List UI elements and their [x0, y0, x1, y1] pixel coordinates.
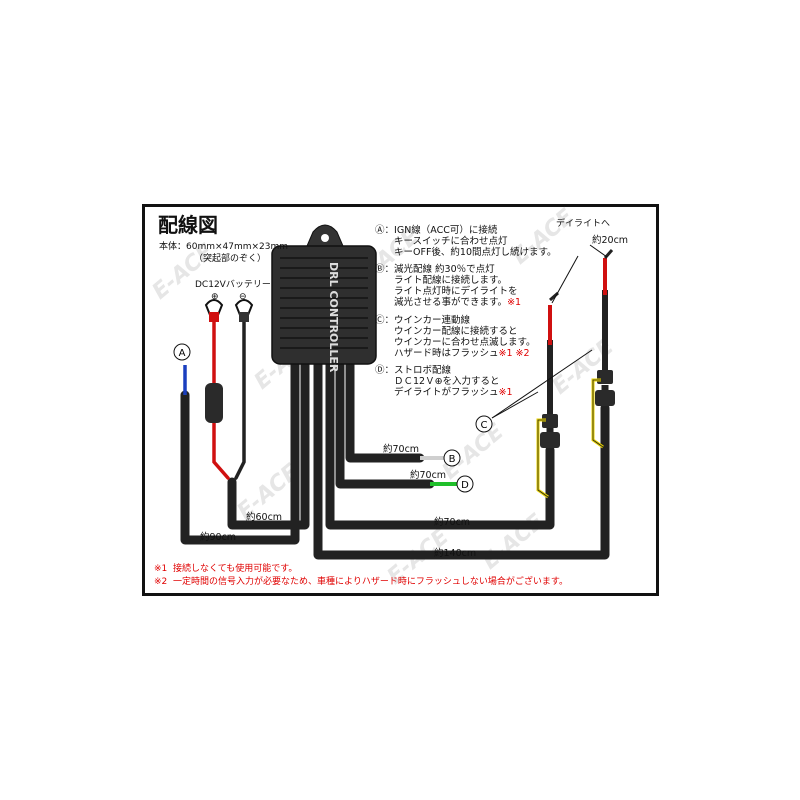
note-d: Ⓓ：ストロボ配線 ＤＣ12Ｖ⊕を入力すると デイライトがフラッシュ※1: [375, 365, 513, 398]
footnote-2-text: 一定時間の信号入力が必要なため、車種によりハザード時にフラッシュしない場合がござ…: [173, 577, 568, 587]
daylight-label: デイライトへ: [556, 219, 611, 229]
battery-plus-label: ⊕: [211, 292, 219, 302]
note-b-marker: Ⓑ: [375, 264, 385, 275]
spec-dimensions: 本体：60mm×47mm×23mm: [159, 242, 289, 252]
note-b-line2: ライト配線に接続します。: [394, 274, 508, 286]
note-a-line1: IGN線（ACC可）に接続: [394, 225, 498, 236]
note-a-line2: キースイッチに合わせ点灯: [394, 235, 508, 247]
leader-lines: [491, 244, 608, 419]
note-c: Ⓒ：ウインカー連動線 ウインカー配線に接続すると ウインカーに合わせ点滅します。…: [375, 315, 536, 359]
mount-hole: [321, 234, 329, 242]
length-daylight: 約20cm: [592, 235, 629, 246]
note-c-line2: ウインカー配線に接続すると: [394, 325, 518, 337]
note-a: Ⓐ：IGN線（ACC可）に接続 キースイッチに合わせ点灯 キーOFF後、約10間…: [375, 225, 557, 258]
heatsink-fins: [280, 257, 368, 349]
daylight-leader-left: [551, 255, 579, 304]
module-label: DRL CONTROLLER: [327, 262, 340, 373]
minus-terminal-sleeve: [239, 312, 249, 322]
note-b-line1: 減光配線 約30％で点灯: [394, 264, 495, 275]
spec-note: （突起部のぞく）: [194, 254, 267, 264]
footnote-1-text: 接続しなくても使用可能です。: [173, 564, 298, 574]
note-d-line3: デイライトがフラッシュ: [394, 386, 499, 398]
note-b-line3: ライト点灯時にデイライトを: [394, 285, 518, 297]
black-wire: [234, 320, 246, 480]
length-battery: 約60cm: [246, 512, 283, 523]
note-a-marker: Ⓐ: [375, 225, 385, 236]
note-c-line4: ハザード時はフラッシュ: [394, 347, 499, 359]
c-leader-right: [491, 349, 593, 419]
controller-module: DRL CONTROLLER: [271, 224, 377, 373]
marker-d-circle: [456, 475, 474, 493]
note-b-line4: 減光させる事ができます。: [394, 296, 508, 308]
marker-c: C: [481, 420, 488, 431]
marker-d: D: [461, 480, 469, 491]
circle-markers: A B D C: [173, 343, 493, 493]
length-d: 約70cm: [410, 470, 447, 481]
footnote-2-mark: ※2: [154, 577, 168, 587]
marker-c-circle: [475, 415, 493, 433]
battery-minus-label: ⊖: [239, 292, 247, 302]
daylight-left-harness: [536, 291, 560, 499]
red-wire-lower: [212, 418, 230, 480]
cable-battery: [227, 355, 310, 530]
footnote-2: ※2 一定時間の信号入力が必要なため、車種によりハザード時にフラッシュしない場合…: [154, 578, 568, 587]
note-c-line3: ウインカーに合わせ点滅します。: [394, 336, 536, 348]
cable-b: [345, 355, 425, 463]
fuse-holder: [205, 383, 223, 423]
footnote-1-mark: ※1: [154, 564, 168, 574]
length-b: 約70cm: [383, 444, 420, 455]
note-d-line1: ストロボ配線: [394, 365, 452, 376]
watermark: E-ACE: [478, 509, 549, 574]
note-a-line3: キーOFF後、約10間点灯し続けます。: [394, 246, 557, 258]
plus-terminal-sleeve: [209, 312, 219, 322]
length-main: 約140cm: [434, 548, 477, 559]
note-c-line1: ウインカー連動線: [394, 315, 471, 326]
length-c: 約70cm: [434, 517, 471, 528]
marker-b: B: [449, 454, 456, 465]
note-d-ref: ※1: [498, 386, 513, 398]
note-c-ref: ※1 ※2: [498, 347, 530, 359]
daylight-leader-right: [589, 244, 608, 258]
main-cables: [180, 355, 610, 560]
marker-a-circle: [173, 343, 191, 361]
note-b: Ⓑ：減光配線 約30％で点灯 ライト配線に接続します。 ライト点灯時にデイライト…: [375, 264, 522, 308]
marker-b-circle: [443, 449, 461, 467]
diagram-frame: [142, 204, 659, 596]
module-body: [271, 245, 377, 365]
length-a: 約90cm: [200, 532, 237, 543]
c-leader-left: [491, 391, 539, 419]
note-c-marker: Ⓒ: [375, 315, 385, 326]
note-d-marker: Ⓓ: [375, 365, 385, 376]
battery-wires: [212, 320, 246, 480]
daylight-right-harness: [591, 249, 615, 449]
note-d-line2: ＤＣ12Ｖ⊕を入力すると: [394, 375, 500, 387]
note-b-ref: ※1: [507, 296, 522, 308]
battery-terminals: [204, 299, 254, 322]
marker-a: A: [179, 348, 186, 359]
cable-c-70: [325, 355, 555, 530]
cable-main-140: [313, 355, 610, 560]
battery-label: DC12Vバッテリー: [195, 280, 271, 290]
cable-d: [335, 355, 435, 489]
cable-a: [180, 355, 300, 545]
footnote-1: ※1 接続しなくても使用可能です。: [154, 565, 297, 574]
diagram-title: 配線図: [158, 213, 218, 237]
